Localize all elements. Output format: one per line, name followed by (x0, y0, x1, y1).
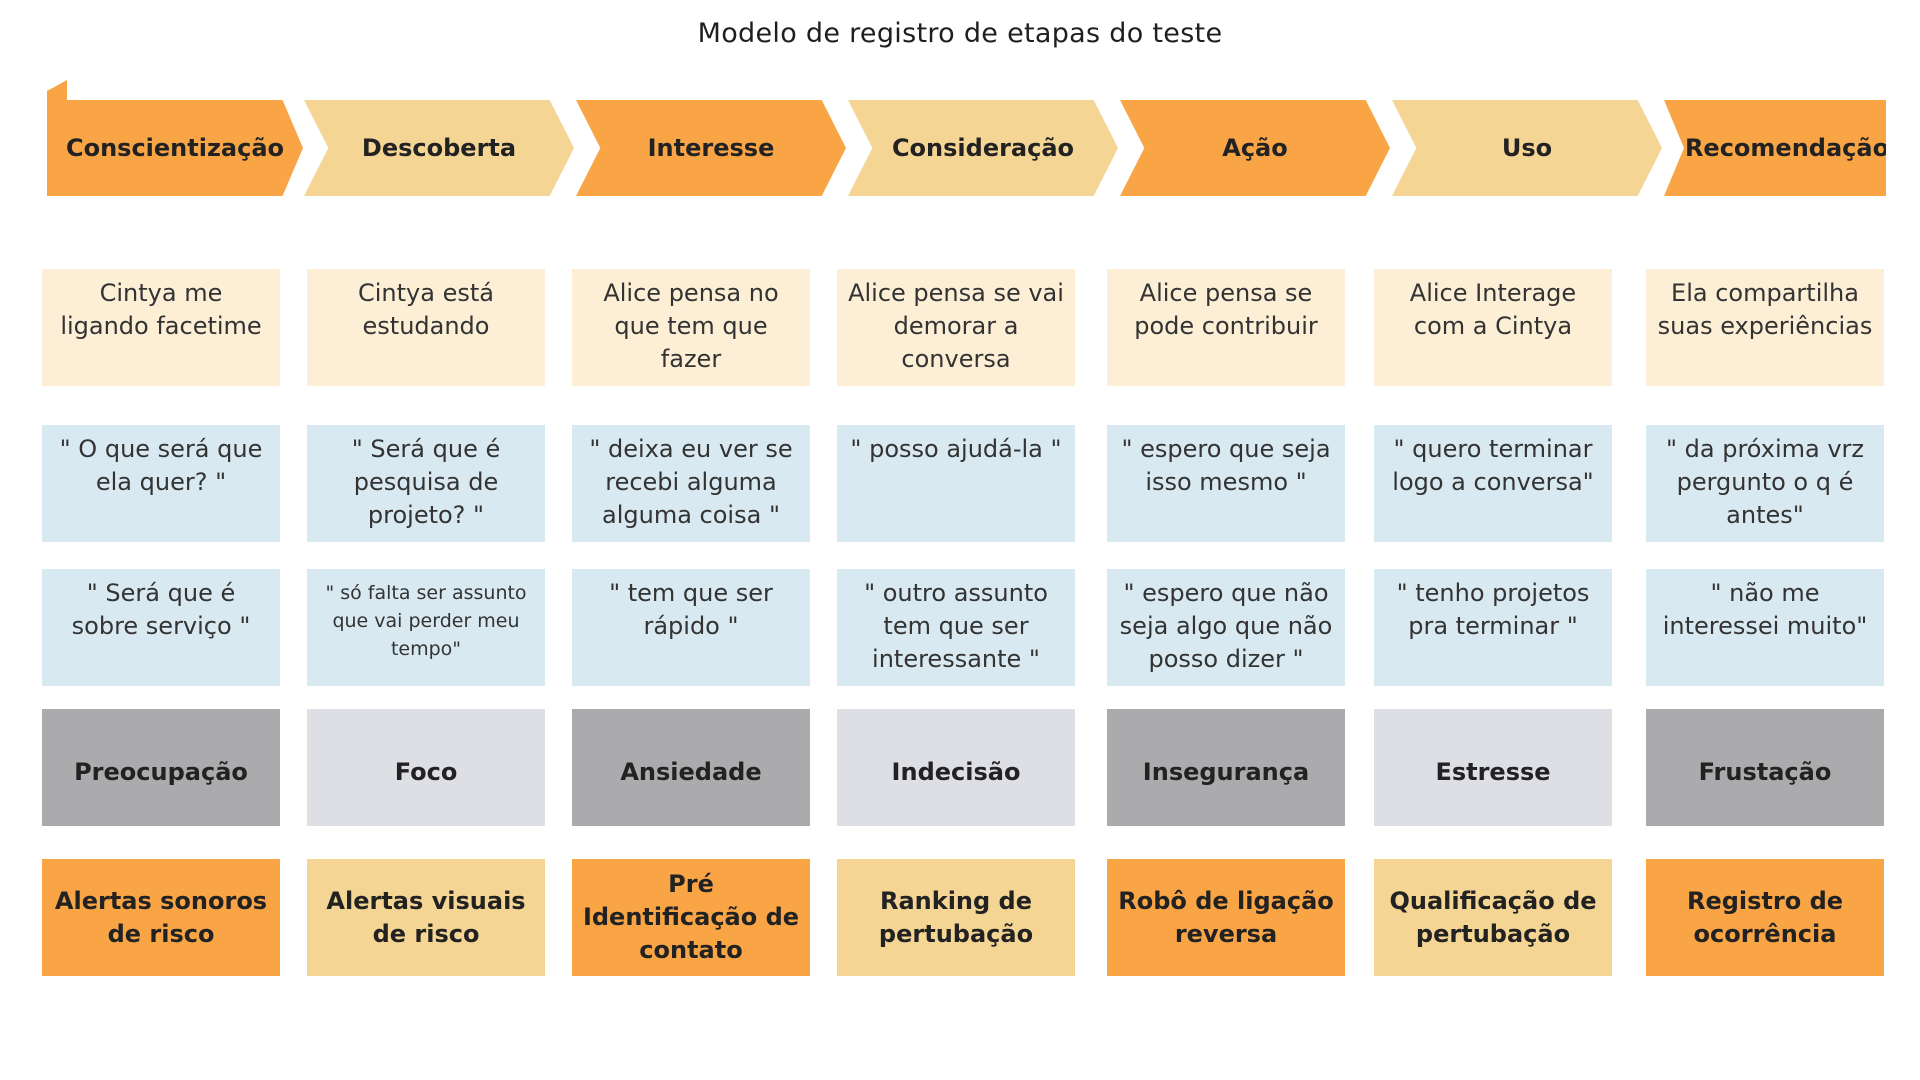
emotion-card: Ansiedade (572, 709, 810, 826)
quote-card: " deixa eu ver se recebi alguma alguma c… (572, 425, 810, 542)
diagram-title: Modelo de registro de etapas do teste (697, 18, 1223, 49)
emotion-card: Foco (307, 709, 545, 826)
stage-label: Ação (1222, 134, 1288, 162)
description-card: Cintya me ligando facetime (42, 269, 280, 386)
quote-card: " tenho projetos pra terminar " (1374, 569, 1612, 686)
quote-card: " tem que ser rápido " (572, 569, 810, 686)
stage-arrow-acao: Ação (1120, 100, 1390, 196)
stage-arrow-uso: Uso (1392, 100, 1662, 196)
quote-card: " espero que seja isso mesmo " (1107, 425, 1345, 542)
description-card: Alice Interage com a Cintya (1374, 269, 1612, 386)
stage-label: Consideração (891, 134, 1075, 162)
solution-card: Robô de ligação reversa (1107, 859, 1345, 976)
emotion-card: Indecisão (837, 709, 1075, 826)
stage-arrow-consideracao: Consideração (848, 100, 1118, 196)
stage-label: Uso (1501, 134, 1553, 162)
stage-label: Interesse (647, 134, 775, 162)
quote-card: " Será que é pesquisa de projeto? " (307, 425, 545, 542)
description-card: Alice pensa se pode contribuir (1107, 269, 1345, 386)
solution-card: Alertas visuais de risco (307, 859, 545, 976)
quote-card: " não me interessei muito" (1646, 569, 1884, 686)
description-card: Ela compartilha suas experiências (1646, 269, 1884, 386)
quote-card: " só falta ser assunto que vai perder me… (307, 569, 545, 686)
stage-label: Descoberta (361, 134, 517, 162)
description-card: Alice pensa no que tem que fazer (572, 269, 810, 386)
stage-label: Recomendação (1684, 134, 1890, 162)
stage-label: Conscientização (65, 134, 285, 162)
quote-card: " O que será que ela quer? " (42, 425, 280, 542)
emotion-card: Frustação (1646, 709, 1884, 826)
solution-card: Registro de ocorrência (1646, 859, 1884, 976)
quote-card: " outro assunto tem que ser interessante… (837, 569, 1075, 686)
emotion-card: Insegurança (1107, 709, 1345, 826)
stage-arrow-recomendacao: Recomendação (1664, 100, 1886, 196)
emotion-card: Estresse (1374, 709, 1612, 826)
quote-card: " Será que é sobre serviço " (42, 569, 280, 686)
solution-card: Pré Identificação de contato (572, 859, 810, 976)
quote-card: " posso ajudá-la " (837, 425, 1075, 542)
stage-arrow-interesse: Interesse (576, 100, 846, 196)
solution-card: Alertas sonoros de risco (42, 859, 280, 976)
stage-arrows: Conscientização Descoberta Interesse Con… (0, 0, 1920, 210)
quote-card: " espero que não seja algo que não posso… (1107, 569, 1345, 686)
solution-card: Ranking de pertubação (837, 859, 1075, 976)
solution-card: Qualificação de pertubação (1374, 859, 1612, 976)
stage-arrow-conscientizacao: Conscientização (47, 100, 303, 196)
quote-card: " da próxima vrz pergunto o q é antes" (1646, 425, 1884, 542)
arrow-flag-decoration (47, 80, 67, 102)
stage-arrow-descoberta: Descoberta (304, 100, 574, 196)
emotion-card: Preocupação (42, 709, 280, 826)
description-card: Alice pensa se vai demorar a conversa (837, 269, 1075, 386)
quote-card: " quero terminar logo a conversa" (1374, 425, 1612, 542)
description-card: Cintya está estudando (307, 269, 545, 386)
